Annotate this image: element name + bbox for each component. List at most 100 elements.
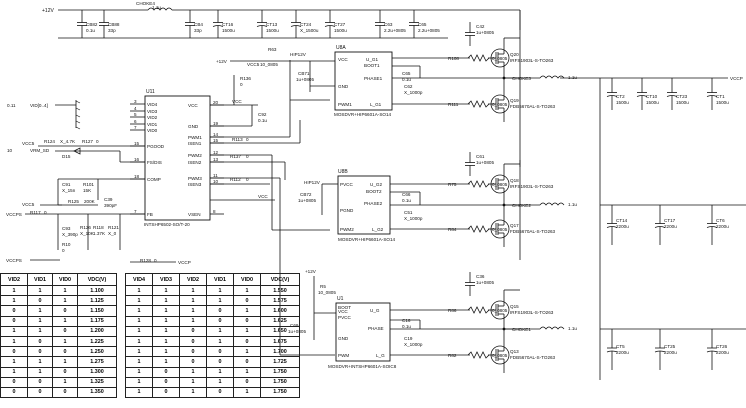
vid-cell: 1 <box>179 315 207 327</box>
r126-val: X_10K <box>80 231 95 236</box>
c62-ref: C62 <box>404 84 413 89</box>
vid-cell: 1 <box>179 366 207 378</box>
vid-cell: 1 <box>206 366 234 378</box>
pin-number: 14 <box>213 132 219 137</box>
u1-pin-lg: L_G <box>376 353 385 358</box>
r137-val: 0 <box>246 154 249 159</box>
input-cap-value: 2.2u+0805 <box>418 28 440 33</box>
input-cap-value: 0.1u <box>86 28 95 33</box>
vid-cell: 1 <box>125 346 153 358</box>
power-stage: Q20IRFS1903L-S-TO263Q19FDB5670AL-S-TO263… <box>448 22 729 373</box>
mosfet-part: IRFS1903L-S-TO263 <box>510 58 554 63</box>
mosfet-ref: Q15 <box>510 304 519 309</box>
u1-pin-pwm: PWM <box>338 353 349 358</box>
vid-cell: 0 <box>152 386 180 399</box>
output-cap-val: 1500u <box>646 100 659 105</box>
gate-res-val: 0_0805 <box>492 102 508 107</box>
vid-cell: 0 <box>206 346 234 358</box>
vid-table-gap <box>117 306 126 316</box>
vccps-label-2: VCCPS <box>6 258 22 263</box>
output-cap-ref: CT5 <box>616 344 625 349</box>
u11-body <box>144 95 211 221</box>
vid-cell: 1.200 <box>77 325 117 337</box>
vid-cell: 1 <box>233 366 261 378</box>
r136-ref: R136 <box>240 76 251 81</box>
r117-val: 0 <box>44 210 47 215</box>
input-cap-ref: CB82 <box>86 22 98 27</box>
vid-cell: 1 <box>0 295 28 307</box>
r124-ref: R124 <box>44 139 55 144</box>
vid-header-left: VID1 <box>27 273 53 286</box>
vid-cell: 0 <box>0 346 28 358</box>
vid-cell: 1 <box>52 376 78 388</box>
vid-table-gap <box>117 357 126 367</box>
vid-cell: 1 <box>125 366 153 378</box>
output-cap-val: 1500u <box>676 100 689 105</box>
c93-val: X_390p <box>62 232 78 237</box>
pin-number: 12 <box>213 150 219 155</box>
vid-table-gap <box>117 336 126 346</box>
u8a-pin-pwm1: PWM1 <box>338 102 352 107</box>
r118-val: 1.37K <box>93 231 106 236</box>
vid-cell: 1 <box>233 305 261 317</box>
vid-cell: 1 <box>206 284 234 297</box>
vid-cell: 0 <box>206 305 234 317</box>
vid-cell: 0 <box>0 315 28 327</box>
vid-cell: 1 <box>125 325 153 337</box>
input-cap-ref: C63 <box>384 22 393 27</box>
input-cap-value: 1500u <box>266 28 279 33</box>
r5-val: 10_0805 <box>318 290 336 295</box>
vid-cell: 1.275 <box>77 356 117 368</box>
pin-name: PGOOD <box>147 144 165 149</box>
u8a-pin-gnd: GND <box>338 84 349 89</box>
vid-header-right: VID1 <box>206 273 234 286</box>
vid-cell: 1 <box>233 284 261 297</box>
r112-val: 0 <box>246 177 249 182</box>
boot-cap-ref: C42 <box>476 24 485 29</box>
c51-val: X_1000p <box>404 216 423 221</box>
vid-header-left: VID2 <box>0 273 28 286</box>
pin-name: ISEN2 <box>188 160 202 165</box>
vid-header-left: VID0 <box>52 273 78 286</box>
input-cap-value: 33p <box>108 28 116 33</box>
vid-cell: 1.725 <box>260 356 300 368</box>
vid-cell: 1 <box>125 386 153 399</box>
vid-cell: 1 <box>125 305 153 317</box>
input-cap-ref: CB88 <box>108 22 120 27</box>
vid-cell: 0 <box>27 376 53 388</box>
c65b-val: 0.1u <box>402 77 411 82</box>
u11-controller: U11 INTSHP6502-SO/T-20 VID43VID34VID25VI… <box>130 89 224 227</box>
u8a-pin-phase1: PHASE1 <box>364 76 383 81</box>
cb72-ref: CB72 <box>300 192 312 197</box>
vid-cell: 0 <box>52 325 78 337</box>
input-cap-ref: CT24 <box>300 22 312 27</box>
vccp-label-2: VCCP <box>178 260 191 265</box>
c65b-ref: C65 <box>402 71 411 76</box>
vid-cell: 0 <box>206 315 234 327</box>
r128-val: 0 <box>154 258 157 263</box>
vcc-label: VCC <box>232 99 242 104</box>
input-cap-ref: C65 <box>418 22 427 27</box>
vid-cell: 1 <box>206 376 234 388</box>
pin-number: 6 <box>134 119 137 124</box>
input-cap-value: 2.2u+0805 <box>384 28 406 33</box>
